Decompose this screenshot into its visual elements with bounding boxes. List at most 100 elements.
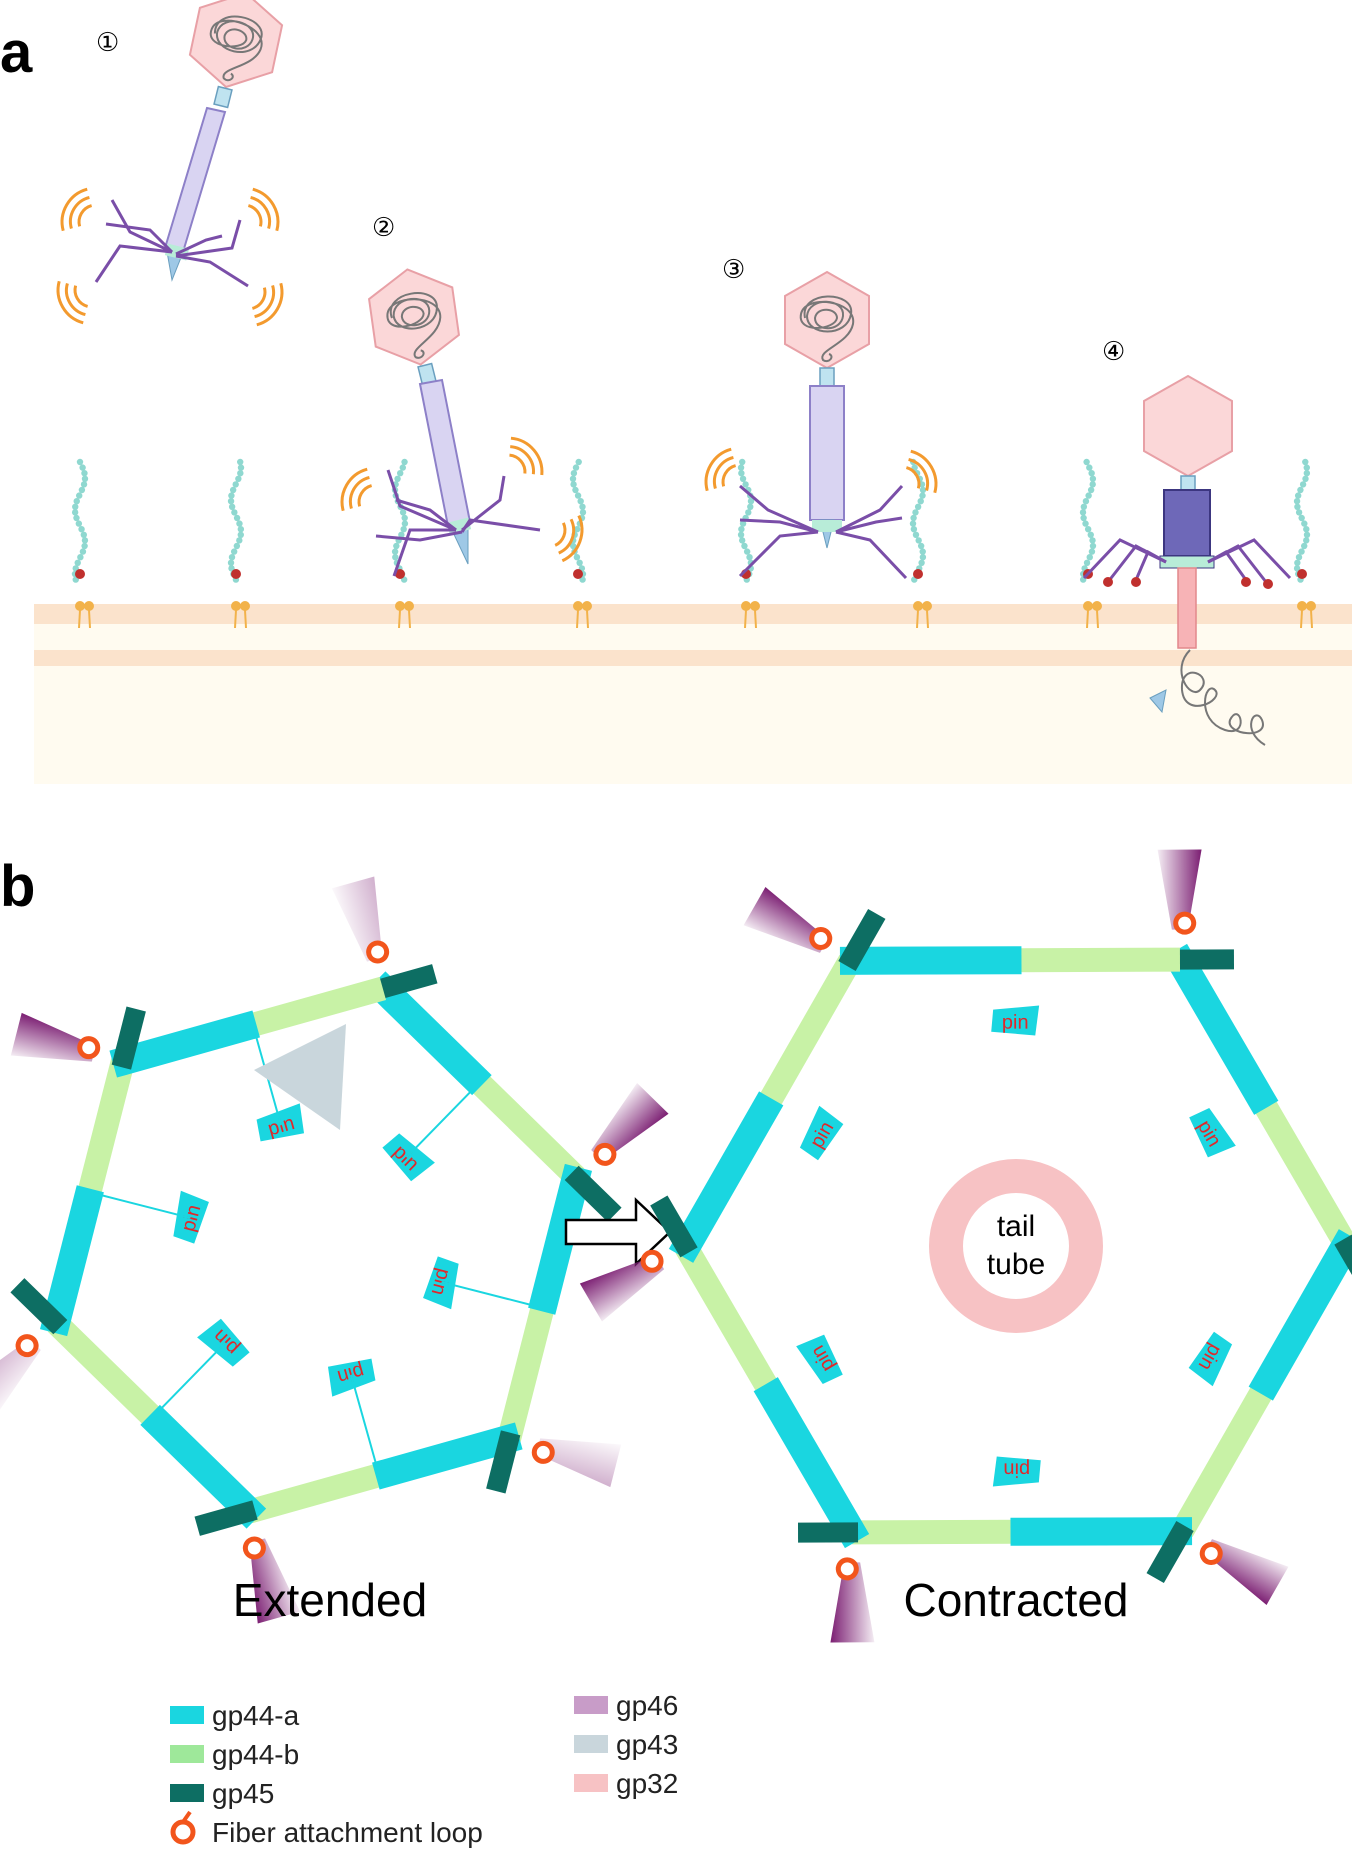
pin-domain: pin [799, 1105, 844, 1161]
gp44a-segment [1010, 1517, 1193, 1546]
gp44b-segment [1171, 1382, 1275, 1538]
fiber-attachment-loop [640, 1249, 664, 1273]
transition-arrow [564, 1197, 672, 1267]
step-number-1: ① [96, 28, 119, 58]
gp46-wedge [591, 1082, 669, 1162]
svg-text:gp44-b: gp44-b [212, 1739, 299, 1770]
pin-domain: pin [1188, 1331, 1233, 1387]
baseplate-unit: pin [579, 954, 861, 1322]
gp45-segment [1173, 949, 1235, 970]
baseplate-unit: pin [331, 876, 585, 1186]
step-number-4: ④ [1102, 337, 1125, 367]
fiber-attachment-loop [1199, 1542, 1223, 1566]
gp45-segment [650, 1195, 698, 1258]
pin-tether [350, 1374, 381, 1476]
gp45-segment [838, 908, 886, 971]
legend-item-gp45: gp45 [170, 1778, 274, 1809]
pin-tether [89, 1191, 191, 1219]
legend-item-gp32: gp32 [574, 1768, 678, 1799]
receptor [569, 458, 593, 629]
receptor [227, 458, 251, 629]
legend-item-fiber-loop: Fiber attachment loop [170, 1810, 483, 1848]
gp44a-segment [528, 1163, 592, 1315]
gp44a-segment [40, 1185, 104, 1337]
fiber-attachment-loop [531, 1440, 555, 1464]
tail-tube-label-1: tail [997, 1210, 1035, 1243]
step-number-3: ③ [722, 255, 745, 285]
baseplate-unit: pin [851, 1456, 1289, 1605]
pin-tether [151, 1342, 227, 1418]
svg-text:Fiber attachment loop: Fiber attachment loop [212, 1817, 483, 1848]
fiber-attachment-loop [593, 1142, 617, 1166]
pin-label: pin [1002, 1012, 1029, 1034]
extended-label: Extended [233, 1574, 427, 1626]
fiber-attachment-loop [77, 1036, 101, 1060]
gp44b-segment [851, 1519, 1018, 1545]
svg-text:gp32: gp32 [616, 1768, 678, 1799]
gp44a-segment [1248, 1229, 1352, 1401]
receptor [1079, 458, 1103, 629]
gp46-wedge [579, 1255, 665, 1322]
gp44b-segment [47, 1314, 162, 1426]
legend-item-gp46: gp46 [574, 1690, 678, 1721]
gp44b-segment [470, 1074, 585, 1186]
fiber-attachment-loop [366, 940, 390, 964]
loop-icon [170, 1819, 196, 1845]
gp45-segment [111, 1006, 146, 1070]
panel-a: a ① [0, 0, 1352, 784]
fiber-attachment-loop [15, 1334, 39, 1358]
gp32-tail-tube [929, 1159, 1103, 1333]
gp45-segment [486, 1430, 521, 1494]
gp46-wedge [0, 1338, 41, 1418]
gp44b-segment [497, 1304, 555, 1442]
gp44a-segment [753, 1377, 870, 1549]
baseplate-unit: pin [47, 1314, 301, 1624]
pin-label: pin [1003, 1458, 1030, 1480]
gp44b-segment [245, 1463, 383, 1524]
gp45-segment [797, 1522, 859, 1543]
gp44a-segment [109, 1010, 260, 1078]
gp45-segment [1146, 1521, 1194, 1584]
phage-step-4: ④ [1082, 337, 1292, 746]
baseplate-unit: pin [10, 976, 387, 1142]
gp44a-segment [372, 1422, 523, 1490]
gp44a-segment [839, 946, 1022, 975]
contracted-label: Contracted [903, 1574, 1128, 1626]
svg-text:gp45: gp45 [212, 1778, 274, 1809]
step-number-2: ② [372, 213, 395, 243]
gp46-wedge [249, 1538, 301, 1624]
gp46-wedge [331, 876, 383, 962]
pin-tether [405, 1082, 481, 1158]
pin-domain: pin [1189, 1108, 1236, 1158]
receptor [391, 458, 415, 629]
gp44a-segment [1162, 943, 1279, 1115]
fiber-attachment-loop [809, 926, 833, 950]
gp44b-segment [1252, 1096, 1352, 1251]
gp46-wedge [743, 887, 828, 953]
gp45-segment [564, 1165, 622, 1222]
gp45-segment [194, 1500, 258, 1536]
gp44b-segment [1014, 947, 1181, 973]
receptor [1293, 458, 1317, 629]
svg-text:gp44-a: gp44-a [212, 1700, 300, 1731]
legend-item-gp43: gp43 [574, 1729, 678, 1760]
fiber-attachment-loop [242, 1536, 266, 1560]
legend: gp44-a gp44-b gp45 Fiber attachment loop… [170, 1690, 678, 1848]
baseplate-unit: pin [0, 1058, 209, 1418]
phage-step-2: ② [333, 213, 590, 577]
pin-domain: pin [796, 1334, 843, 1384]
gp45-segment [374, 964, 438, 1000]
gp44a-segment [668, 1091, 784, 1263]
fiber-attachment-loop [835, 1557, 859, 1581]
legend-item-gp44b: gp44-b [170, 1739, 299, 1770]
gp46-wedge [1204, 1539, 1289, 1605]
pin-domain: pin [991, 1005, 1040, 1036]
gp44a-segment [140, 1404, 267, 1529]
pin-domain: pin [992, 1456, 1041, 1487]
gp46-wedge [830, 1562, 875, 1643]
gp44b-segment [675, 1241, 780, 1396]
gp46-wedge [1157, 849, 1202, 930]
phage-step-3: ③ [697, 255, 945, 580]
